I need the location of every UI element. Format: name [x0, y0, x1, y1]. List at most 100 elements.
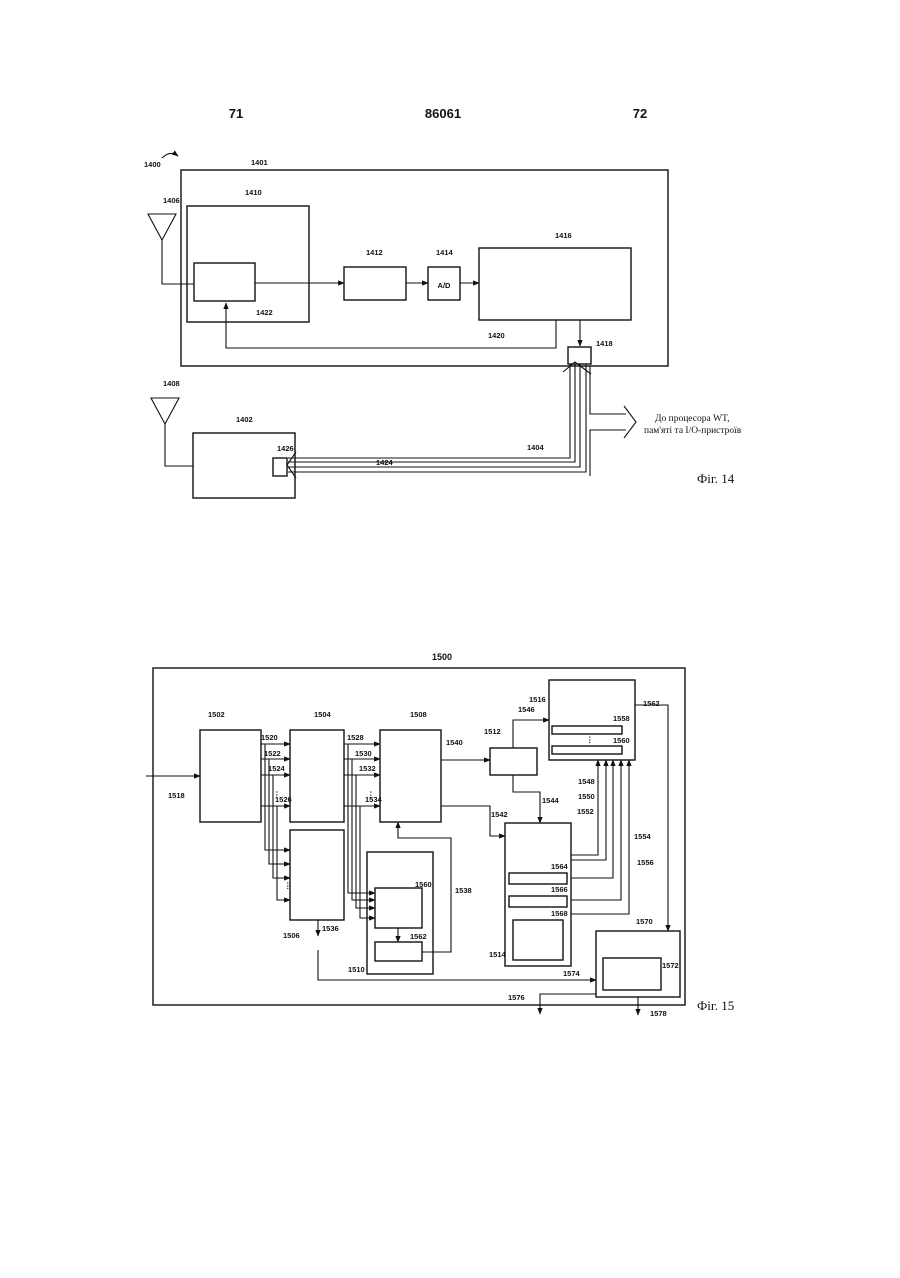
label-1414: 1414	[436, 248, 454, 257]
label-1512: 1512	[484, 727, 501, 736]
label-1401: 1401	[251, 158, 268, 167]
label-1426: 1426	[277, 444, 294, 453]
label-1564: 1564	[551, 862, 569, 871]
block-1422	[194, 263, 255, 301]
label-1570: 1570	[636, 917, 653, 926]
output-1576	[540, 994, 596, 1014]
label-ad: A/D	[438, 281, 452, 290]
module-1402	[193, 433, 295, 498]
page-number-right: 72	[633, 106, 647, 121]
arrow-1544	[513, 775, 540, 823]
output-arrowhead	[624, 406, 636, 438]
label-1568: 1568	[551, 909, 568, 918]
register-1566	[509, 896, 567, 907]
label-1532: 1532	[359, 764, 376, 773]
label-1578: 1578	[650, 1009, 667, 1018]
label-1546: 1546	[518, 705, 535, 714]
figure-14: 1400 1401 1410 1406 1412 1414 A/D 1416 1…	[144, 153, 742, 498]
label-1420: 1420	[488, 331, 505, 340]
output-note-line1: До процесора WT,	[655, 414, 729, 424]
label-1510: 1510	[348, 965, 365, 974]
output-note-line2: пам'яті та I/O-пристроїв	[644, 426, 742, 436]
block-1506	[290, 830, 344, 920]
page-number-left: 71	[229, 106, 243, 121]
label-1574: 1574	[563, 969, 581, 978]
connector-1426	[273, 458, 287, 476]
label-1404: 1404	[527, 443, 545, 452]
label-1554: 1554	[634, 832, 652, 841]
block-1508	[380, 730, 441, 822]
label-1576: 1576	[508, 993, 525, 1002]
register-1558	[552, 726, 622, 734]
label-1536: 1536	[322, 924, 339, 933]
block-1410	[187, 206, 309, 322]
block-1560-inner	[375, 888, 422, 928]
label-1560-left: 1560	[415, 880, 432, 889]
antenna-1408-feed	[165, 424, 193, 466]
antenna-1408-icon	[151, 398, 179, 424]
label-1500: 1500	[432, 652, 452, 662]
register-1568	[513, 920, 563, 960]
label-1506: 1506	[283, 931, 300, 940]
label-1540: 1540	[446, 738, 463, 747]
label-1562-left: 1562	[410, 932, 427, 941]
label-1502: 1502	[208, 710, 225, 719]
antenna-1406-icon	[148, 214, 176, 240]
connector-1418	[568, 347, 591, 364]
block-1502	[200, 730, 261, 822]
label-1520: 1520	[261, 733, 278, 742]
label-1528: 1528	[347, 733, 364, 742]
label-1516: 1516	[529, 695, 546, 704]
arrow-1400	[162, 153, 178, 158]
label-1538: 1538	[455, 886, 472, 895]
block-1412	[344, 267, 406, 300]
label-1416: 1416	[555, 231, 572, 240]
label-1508: 1508	[410, 710, 427, 719]
arrow-1546	[513, 720, 549, 748]
document-number: 86061	[425, 106, 461, 121]
label-1408: 1408	[163, 379, 180, 388]
label-1522: 1522	[264, 749, 281, 758]
register-1560	[552, 746, 622, 754]
module-1401	[181, 170, 668, 366]
label-1422: 1422	[256, 308, 273, 317]
label-1424: 1424	[376, 458, 394, 467]
label-1530: 1530	[355, 749, 372, 758]
block-1416	[479, 248, 631, 320]
label-1402: 1402	[236, 415, 253, 424]
label-1534: 1534	[365, 795, 383, 804]
block-1504	[290, 730, 344, 822]
block-1512	[490, 748, 537, 775]
block-1514	[505, 823, 571, 966]
label-1558: 1558	[613, 714, 630, 723]
antenna-1406-feed	[162, 240, 194, 284]
output-line-bottom	[590, 430, 626, 476]
label-1552: 1552	[577, 807, 594, 816]
label-1412: 1412	[366, 248, 383, 257]
block-1562-inner	[375, 942, 422, 961]
label-1526: 1526	[275, 795, 292, 804]
label-1524: 1524	[268, 764, 286, 773]
label-1566: 1566	[551, 885, 568, 894]
figure-15: ⋮ ⋮ ⋮ ⋮ 1500 1502 1504 1506 1508 1510 15…	[146, 652, 734, 1018]
label-1548: 1548	[578, 777, 595, 786]
label-1410: 1410	[245, 188, 262, 197]
label-1556: 1556	[637, 858, 654, 867]
label-1406: 1406	[163, 196, 180, 205]
figure-14-caption: Фіг. 14	[697, 471, 735, 486]
register-1564	[509, 873, 567, 884]
label-1504: 1504	[314, 710, 332, 719]
output-line-top	[590, 366, 626, 414]
label-1560-right: 1560	[613, 736, 630, 745]
label-1544: 1544	[542, 796, 560, 805]
label-1550: 1550	[578, 792, 595, 801]
label-1542: 1542	[491, 810, 508, 819]
label-1572: 1572	[662, 961, 679, 970]
label-1518: 1518	[168, 791, 185, 800]
label-1418: 1418	[596, 339, 613, 348]
label-1562-right: 1562	[643, 699, 660, 708]
ellipsis-1506: ⋮	[284, 881, 292, 890]
bus-line-d	[288, 364, 586, 472]
